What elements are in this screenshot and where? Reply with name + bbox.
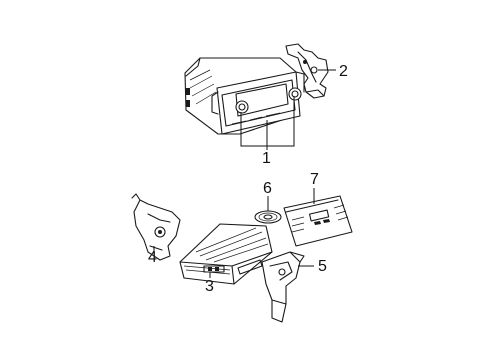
support-bracket-part — [261, 251, 305, 323]
callout-2: 2 — [339, 63, 348, 80]
disc-part — [254, 210, 282, 224]
radio-bracket-part — [285, 43, 329, 99]
control-panel-part — [283, 195, 353, 247]
callout-5: 5 — [318, 258, 327, 275]
head-unit-part — [184, 57, 305, 135]
amplifier-bracket-part — [131, 193, 181, 261]
amplifier-part — [179, 223, 273, 285]
callout-6: 6 — [263, 180, 272, 197]
callout-3: 3 — [205, 278, 214, 295]
callout-7: 7 — [310, 171, 319, 188]
callout-4: 4 — [148, 249, 157, 266]
callout-1: 1 — [262, 150, 271, 167]
